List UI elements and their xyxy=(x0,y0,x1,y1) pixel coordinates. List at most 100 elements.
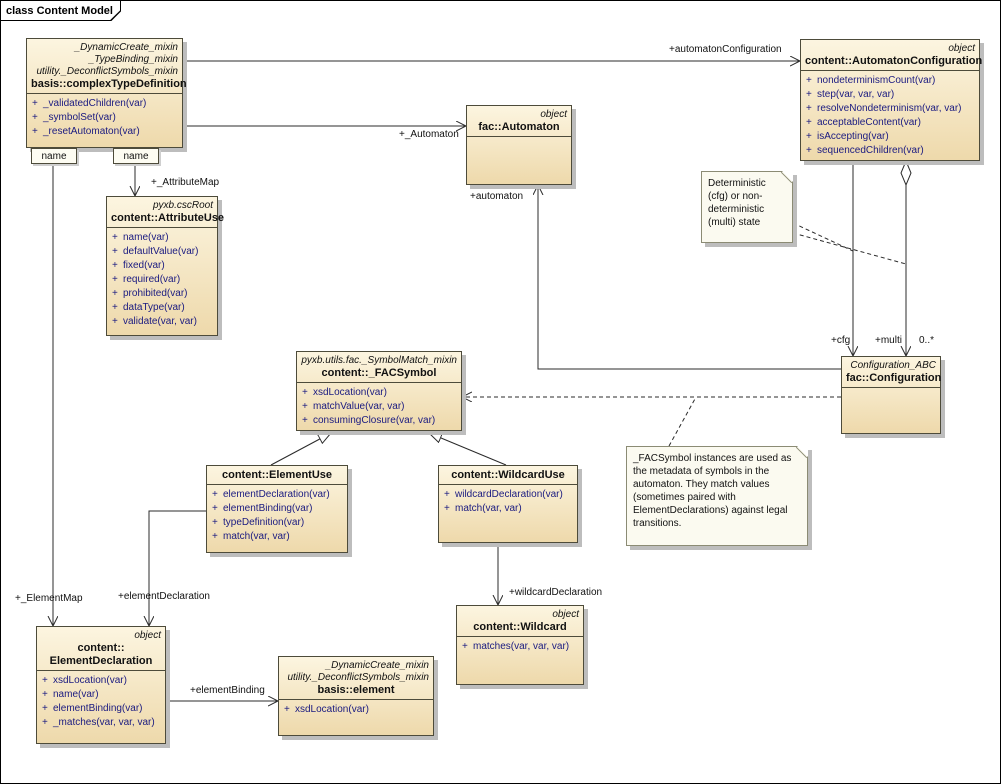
class-content-WildcardUse: content::WildcardUse+wildcardDeclaration… xyxy=(438,465,578,543)
visibility-public-symbol: + xyxy=(806,145,812,156)
attribute-text: step(var, var, var) xyxy=(817,89,895,100)
attribute-text: name(var) xyxy=(123,232,169,243)
class-attribute: + elementBinding(var) xyxy=(212,502,344,516)
class-attribute: +elementBinding(var) xyxy=(42,702,162,716)
class-attribute: +name(var) xyxy=(42,688,162,702)
class-name: ElementDeclaration xyxy=(49,655,153,667)
visibility-public-symbol: + xyxy=(806,75,812,86)
visibility-public-symbol: + xyxy=(212,503,218,514)
attribute-text: isAccepting(var) xyxy=(817,131,889,142)
attribute-text: elementBinding(var) xyxy=(53,703,143,714)
class-attributes: +xsdLocation(var)+name(var)+elementBindi… xyxy=(37,670,165,743)
class-attribute: +isAccepting(var) xyxy=(806,130,976,144)
note-facsymbol: _FACSymbol instances are used as the met… xyxy=(626,446,808,546)
visibility-public-symbol: + xyxy=(806,117,812,128)
noteline-deterministic-2 xyxy=(792,232,907,265)
class-name: content::Wildcard xyxy=(473,621,567,633)
assoc-configuration-automaton xyxy=(538,185,841,370)
class-attribute: +consumingClosure(var, var) xyxy=(302,414,458,428)
visibility-public-symbol: + xyxy=(42,675,48,686)
class-attribute: + prohibited(var) xyxy=(112,287,214,301)
class-stereotype: utility._DeconflictSymbols_mixin xyxy=(287,672,429,683)
class-attributes: +nondeterminismCount(var)+step(var, var,… xyxy=(801,70,979,160)
class-attribute: +typeDefinition(var) xyxy=(212,516,344,530)
label-elementDeclaration: +elementDeclaration xyxy=(118,591,210,602)
class-attributes: + wildcardDeclaration(var) +match(var, var… xyxy=(439,484,577,542)
class-attributes: +xsdLocation(var)+matchValue(var, var)+c… xyxy=(297,382,461,430)
noteline-facsymbol xyxy=(668,396,697,447)
attribute-text: fixed(var) xyxy=(123,260,165,271)
class-name: content::WildcardUse xyxy=(451,469,565,481)
visibility-public-symbol: + xyxy=(444,489,450,500)
class-content-ElementUse: content::ElementUse+elementDeclaration(v… xyxy=(206,465,348,553)
note-text: Deterministic (cfg) or non-deterministic… xyxy=(708,178,766,228)
visibility-public-symbol: + xyxy=(112,274,118,285)
class-attribute: +match(var, var) xyxy=(444,502,574,516)
class-stereotype: pyxb.cscRoot xyxy=(152,200,213,211)
attribute-text: _matches(var, var, var) xyxy=(53,717,155,728)
attribute-text: resolveNondeterminism(var, var) xyxy=(817,103,962,114)
attribute-text: dataType(var) xyxy=(123,302,185,313)
class-stereotype: object xyxy=(948,43,975,54)
note-deterministic: Deterministic (cfg) or non-deterministic… xyxy=(701,171,793,243)
attribute-text: typeDefinition(var) xyxy=(223,517,305,528)
class-name: basis::element xyxy=(317,684,395,696)
class-name: fac::Configuration xyxy=(846,372,942,384)
attribute-text: wildcardDeclaration(var) xyxy=(455,489,563,500)
class-attribute: +xsdLocation(var) xyxy=(284,703,430,717)
class-attribute: + step(var, var, var) xyxy=(806,88,976,102)
visibility-public-symbol: + xyxy=(806,89,812,100)
attribute-text: prohibited(var) xyxy=(123,288,188,299)
class-stereotype: utility._DeconflictSymbols_mixin xyxy=(36,66,178,77)
class-name: content::AutomatonConfiguration xyxy=(805,55,983,67)
visibility-public-symbol: + xyxy=(112,260,118,271)
visibility-public-symbol: + xyxy=(302,387,308,398)
generalization-wildcardUse xyxy=(429,433,507,466)
class-attribute: +acceptableContent(var) xyxy=(806,116,976,130)
class-stereotype: _TypeBinding_mixin xyxy=(88,54,178,65)
class-stereotype: object xyxy=(134,630,161,641)
visibility-public-symbol: + xyxy=(32,98,38,109)
label-cfg: +cfg xyxy=(831,335,851,346)
visibility-public-symbol: + xyxy=(444,503,450,514)
visibility-public-symbol: + xyxy=(112,316,118,327)
class-attributes: +_validatedChildren(var)+_symbolSet(var)… xyxy=(27,93,182,147)
attribute-text: xsdLocation(var) xyxy=(53,675,127,686)
class-attributes xyxy=(467,136,571,184)
attribute-text: _resetAutomaton(var) xyxy=(43,126,140,137)
class-name: content:: xyxy=(77,642,125,654)
class-header: content::ElementUse xyxy=(207,466,347,484)
visibility-public-symbol: + xyxy=(112,232,118,243)
class-attributes: +name(var)+defaultValue(var)+fixed(var)+… xyxy=(107,227,217,335)
visibility-public-symbol: + xyxy=(212,531,218,542)
label-automaton-role: +_Automaton xyxy=(399,129,459,140)
visibility-public-symbol: + xyxy=(302,415,308,426)
note-fold-corner-icon xyxy=(782,171,793,182)
label-automaton: +automaton xyxy=(470,191,524,202)
class-attribute: +_validatedChildren(var) xyxy=(32,97,179,111)
class-attribute: +required(var) xyxy=(112,273,214,287)
class-attribute: +nondeterminismCount(var) xyxy=(806,74,976,88)
qualifier-name-elementMap: name xyxy=(31,148,77,164)
label-multiplicity: 0..* xyxy=(919,335,935,346)
visibility-public-symbol: + xyxy=(42,689,48,700)
attribute-text: elementBinding(var) xyxy=(223,503,313,514)
visibility-public-symbol: + xyxy=(112,288,118,299)
class-stereotype: _DynamicCreate_mixin xyxy=(74,42,178,53)
class-stereotype: pyxb.utils.fac._SymbolMatch_mixin xyxy=(301,355,457,366)
visibility-public-symbol: + xyxy=(806,103,812,114)
visibility-public-symbol: + xyxy=(32,112,38,123)
class-name: content::AttributeUse xyxy=(111,212,225,224)
label-automatonConfiguration: +automatonConfiguration xyxy=(669,44,782,55)
class-attribute: +defaultValue(var) xyxy=(112,245,214,259)
